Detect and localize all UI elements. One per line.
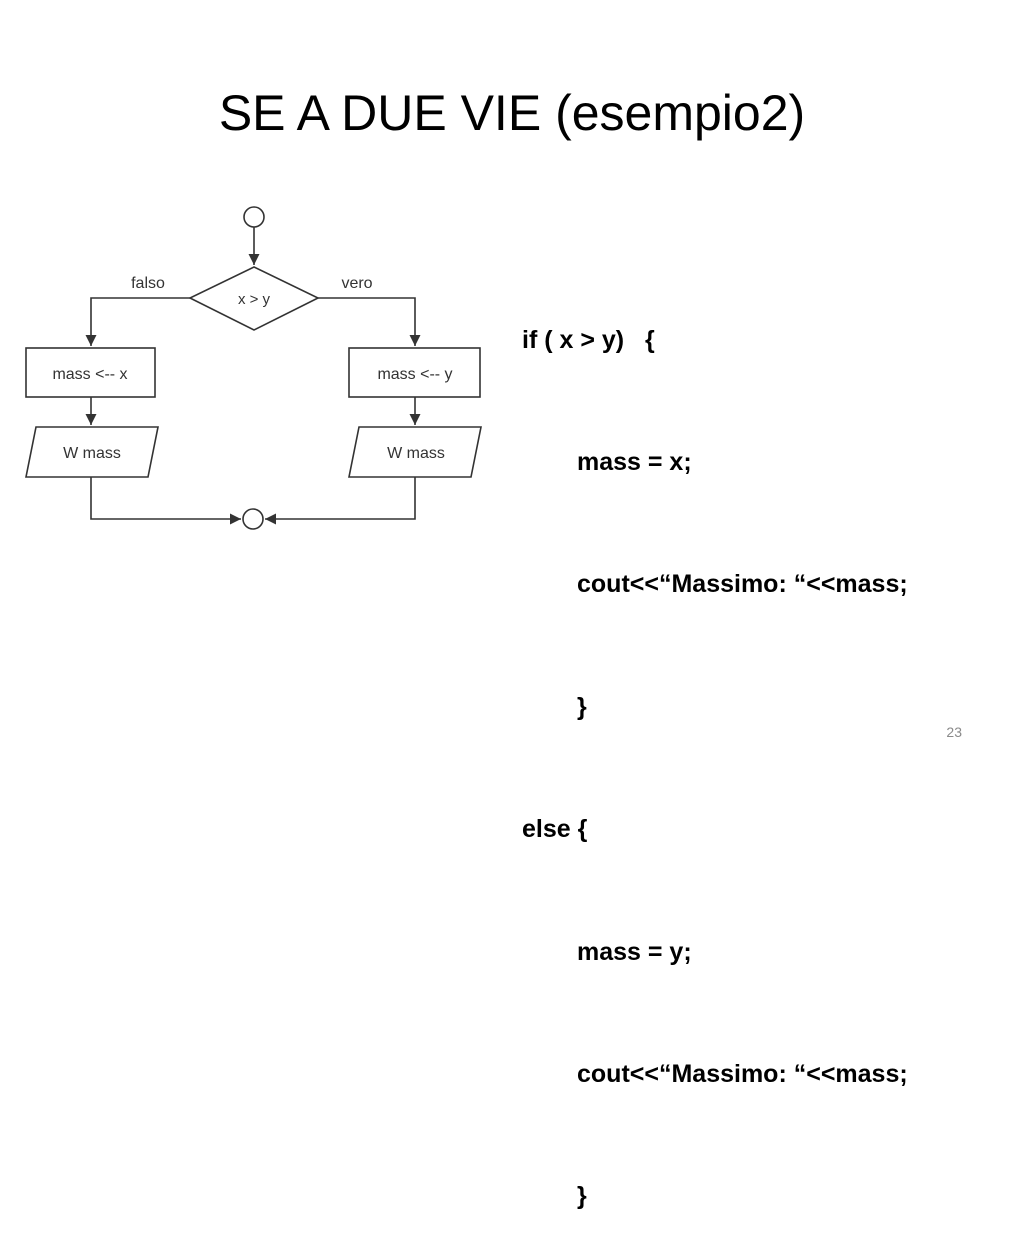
arrow-left-to-join <box>90 477 241 525</box>
right-output-shape <box>348 426 482 478</box>
code-line-2: mass = x; <box>577 447 692 476</box>
code-line-7: cout<<“Massimo: “<<mass; <box>577 1059 908 1088</box>
false-branch-label: falso <box>131 275 165 292</box>
code-line-4: } <box>577 692 587 721</box>
code-line-1: if ( x > y) { <box>522 325 655 354</box>
end-node <box>242 508 264 530</box>
page-number: 23 <box>946 724 962 740</box>
code-block: if ( x > y) { mass = x; cout<<“Massimo: … <box>522 238 908 1258</box>
slide-title: SE A DUE VIE (esempio2) <box>218 85 806 141</box>
right-output-label: W mass <box>387 445 445 462</box>
decision-diamond <box>188 266 320 331</box>
arrow-false-branch <box>85 297 190 346</box>
left-output-shape <box>25 426 159 478</box>
decision-label: x > y <box>238 291 271 308</box>
flowchart: x > y falso vero mass <-- x mass <-- y W… <box>25 206 482 530</box>
left-assign-label: mass <-- x <box>52 366 127 383</box>
arrow-true-branch <box>318 297 421 346</box>
code-line-8: } <box>577 1182 587 1211</box>
code-line-3: cout<<“Massimo: “<<mass; <box>577 570 908 599</box>
code-line-5: else { <box>522 815 588 844</box>
left-output-label: W mass <box>63 445 121 462</box>
arrow-right-to-join <box>265 477 416 525</box>
start-node <box>243 206 265 228</box>
right-assign-label: mass <-- y <box>377 366 452 383</box>
true-branch-label: vero <box>341 275 372 292</box>
code-line-6: mass = y; <box>577 937 692 966</box>
